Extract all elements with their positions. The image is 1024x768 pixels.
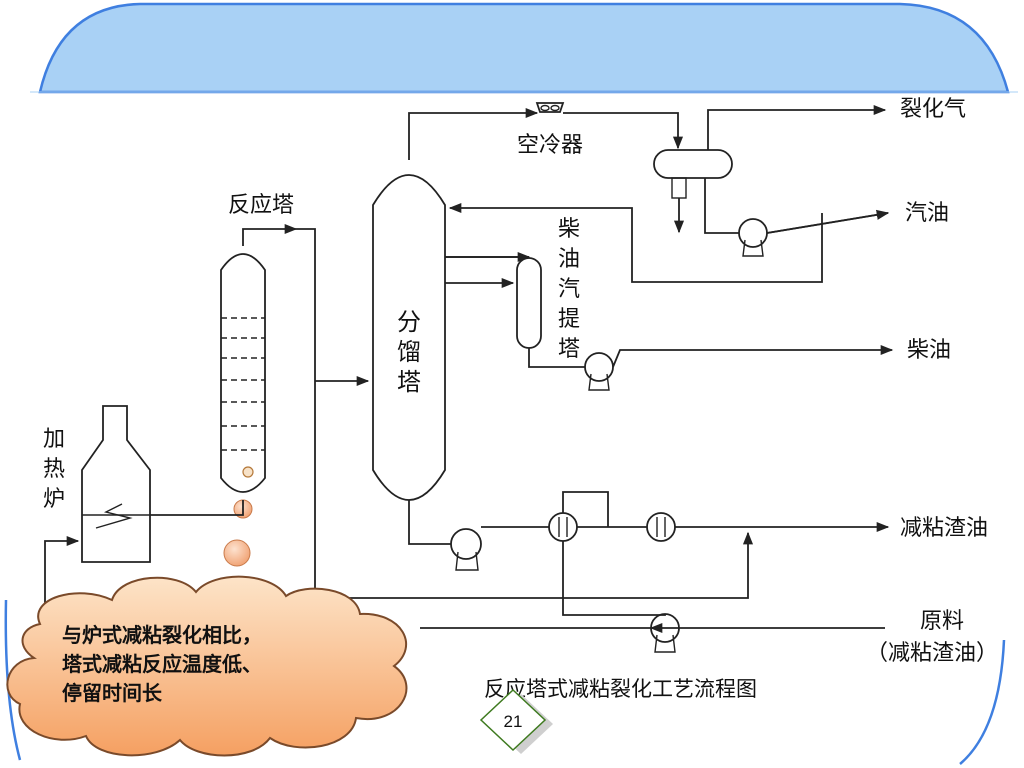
label-feed-line1: 原料 xyxy=(920,609,964,634)
pump-feed xyxy=(650,613,680,653)
fractionator-tower xyxy=(372,174,446,501)
callout-line-2: 塔式减粘反应温度低、 xyxy=(62,652,262,676)
label-furnace: 加热炉 xyxy=(43,427,65,512)
pump-diesel xyxy=(584,352,614,391)
pump-gasoline xyxy=(738,218,768,257)
diagram-caption: 反应塔式减粘裂化工艺流程图 xyxy=(484,677,757,701)
svg-text:与炉式减粘裂化相比， 塔式减粘反应温度低、: 与炉式减粘裂化相比， 塔式减粘反应温度低、 停留时间长 xyxy=(62,623,269,705)
decorative-ball-large xyxy=(223,539,251,567)
reactor-tower xyxy=(220,253,266,493)
pump-bottoms xyxy=(450,528,482,571)
label-visbreaking-residue: 减粘渣油 xyxy=(900,516,988,541)
callout-cloud: 与炉式减粘裂化相比， 塔式减粘反应温度低、 停留时间长 xyxy=(6,575,408,757)
callout-line-3: 停留时间长 xyxy=(62,681,163,705)
label-cracked-gas: 裂化气 xyxy=(900,97,966,122)
air-cooler xyxy=(535,102,565,113)
process-flow-diagram: 空冷器 反应塔 裂化气 汽油 柴油 减粘渣油 原料 （减粘渣油） 分馏塔 柴油汽… xyxy=(43,97,998,701)
heating-furnace xyxy=(81,405,151,563)
reflux-drum xyxy=(653,149,733,199)
label-feed-line2: （减粘渣油） xyxy=(866,641,998,666)
heat-exchanger-2 xyxy=(646,512,676,542)
label-reactor: 反应塔 xyxy=(228,193,294,218)
slide-frame xyxy=(4,2,1018,765)
label-gasoline: 汽油 xyxy=(905,201,949,226)
callout-line-1: 与炉式减粘裂化相比， xyxy=(62,623,262,647)
label-air-cooler: 空冷器 xyxy=(517,133,583,158)
page-number-badge: 21 xyxy=(479,688,553,754)
piping xyxy=(44,104,894,634)
label-diesel-stripper: 柴油汽提塔 xyxy=(558,217,580,362)
diesel-stripper xyxy=(516,257,542,349)
label-diesel: 柴油 xyxy=(907,338,951,363)
heat-exchanger-1 xyxy=(548,512,578,542)
page-number: 21 xyxy=(504,712,523,731)
label-fractionator: 分馏塔 xyxy=(397,308,421,396)
